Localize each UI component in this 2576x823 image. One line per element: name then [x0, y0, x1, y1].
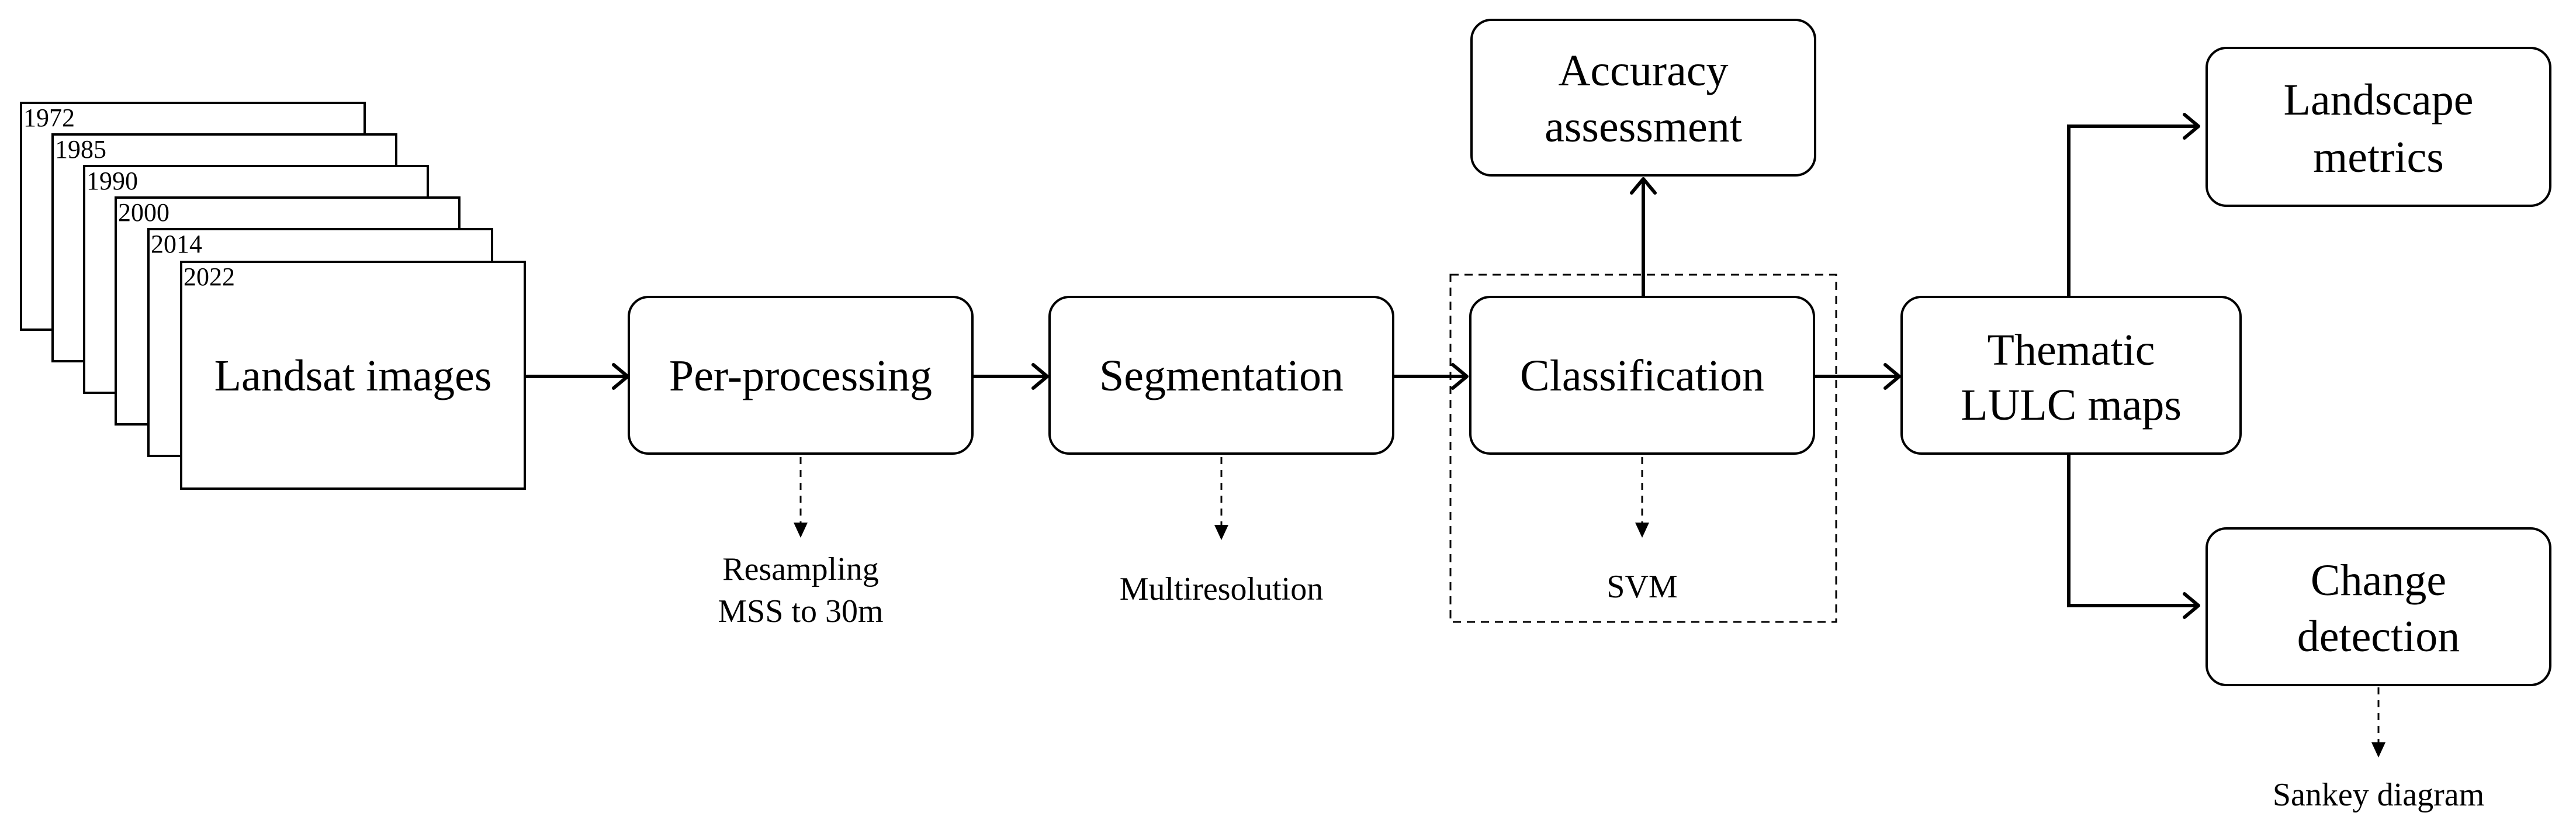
segmentation-box: Segmentation [1048, 296, 1394, 455]
landscape-label-line2: metrics [2313, 133, 2444, 182]
arrow-classification-to-thematic [1814, 363, 1901, 390]
year-label-1990: 1990 [86, 167, 138, 195]
landsat-images-label: Landsat images [214, 351, 492, 400]
landsat-image-stack: 1972 1985 1990 2000 2014 2022 Landsat im… [20, 102, 526, 490]
change-label-line1: Change [2311, 556, 2446, 605]
arrow-thematic-to-change [2067, 454, 2200, 619]
dashed-arrow-preprocessing-note [794, 457, 808, 538]
classification-group-border [1449, 274, 1837, 623]
dashed-arrow-classification-note [1635, 457, 1649, 538]
arrow-preprocessing-to-segmentation [972, 363, 1049, 390]
arrow-landsat-to-preprocessing [525, 363, 629, 390]
preprocessing-box: Per-processing [628, 296, 974, 455]
segmentation-label: Segmentation [1099, 351, 1344, 400]
preprocessing-note-line1: Resampling [722, 551, 879, 587]
year-label-1972: 1972 [23, 103, 75, 132]
year-label-1985: 1985 [55, 135, 106, 164]
accuracy-label-line2: assessment [1545, 102, 1742, 151]
dashed-arrow-change-note [2371, 687, 2385, 758]
accuracy-label-line1: Accuracy [1558, 46, 1728, 95]
arrow-thematic-to-landscape [2067, 113, 2200, 297]
thematic-lulc-maps-box: Thematic LULC maps [1900, 296, 2242, 455]
image-layer-2022 [180, 261, 526, 490]
segmentation-note: Multiresolution [1120, 571, 1323, 607]
change-note: Sankey diagram [2273, 777, 2484, 813]
year-label-2022: 2022 [183, 262, 235, 291]
classification-label: Classification [1520, 351, 1764, 400]
classification-note: SVM [1606, 569, 1677, 605]
thematic-label-line1: Thematic [1988, 326, 2155, 375]
year-label-2000: 2000 [118, 198, 169, 227]
accuracy-assessment-box: Accuracy assessment [1470, 19, 1816, 177]
arrow-classification-to-accuracy [1630, 177, 1657, 297]
classification-box: Classification [1469, 296, 1815, 455]
landscape-label-line1: Landscape [2284, 75, 2474, 125]
change-label-line2: detection [2297, 612, 2460, 661]
change-detection-box: Change detection [2205, 527, 2551, 686]
thematic-label-line2: LULC maps [1961, 381, 2182, 430]
preprocessing-label: Per-processing [669, 351, 932, 400]
arrow-segmentation-to-classification [1393, 363, 1469, 390]
dashed-arrow-segmentation-note [1214, 457, 1228, 540]
landscape-metrics-box: Landscape metrics [2205, 47, 2551, 207]
year-label-2014: 2014 [151, 230, 202, 258]
preprocessing-note-line2: MSS to 30m [718, 593, 883, 630]
